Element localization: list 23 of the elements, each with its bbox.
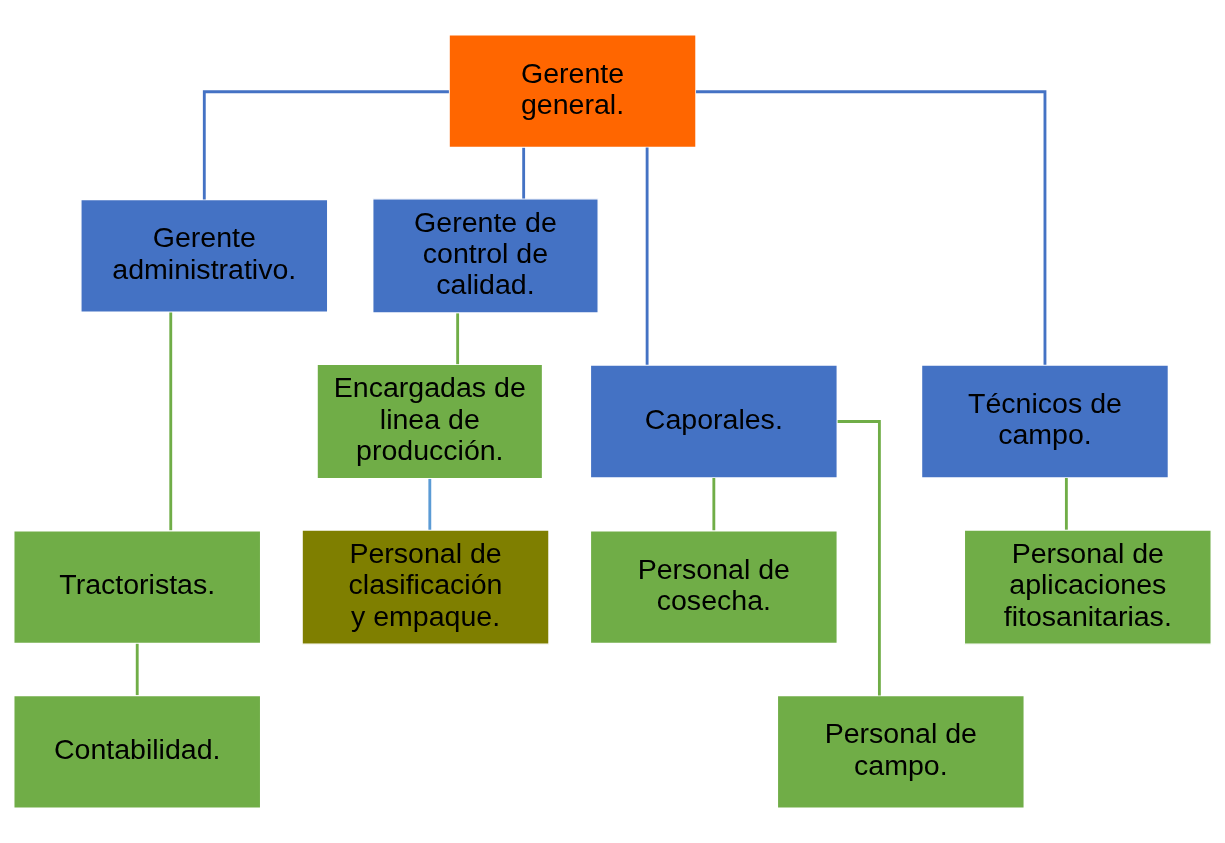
node-box: Caporales.	[589, 364, 838, 479]
node-box: Gerente administrativo.	[80, 198, 329, 314]
connector	[428, 478, 432, 530]
node-box: Contabilidad.	[13, 694, 262, 809]
node-box: Gerente general.	[448, 34, 697, 149]
connector	[645, 147, 649, 365]
connector	[169, 312, 173, 531]
node-box: Encargadas de linea de producción.	[316, 363, 544, 480]
connector	[456, 313, 460, 365]
connector	[712, 478, 716, 531]
connector	[1064, 478, 1068, 530]
node-box: Técnicos de campo.	[920, 364, 1170, 479]
node-box: Personal de aplicaciones fitosanitarias.	[963, 529, 1212, 645]
node-box: Tractoristas.	[13, 529, 262, 645]
node-box: Personal de campo.	[776, 694, 1025, 809]
connector	[522, 147, 526, 199]
connector	[202, 90, 449, 200]
connector	[837, 420, 881, 696]
node-box: Personal de clasificación y empaque.	[301, 529, 550, 645]
node-box: Gerente de control de calidad.	[372, 198, 599, 314]
connector	[696, 90, 1047, 365]
node-box: Personal de cosecha.	[589, 529, 838, 645]
connector	[135, 643, 139, 696]
